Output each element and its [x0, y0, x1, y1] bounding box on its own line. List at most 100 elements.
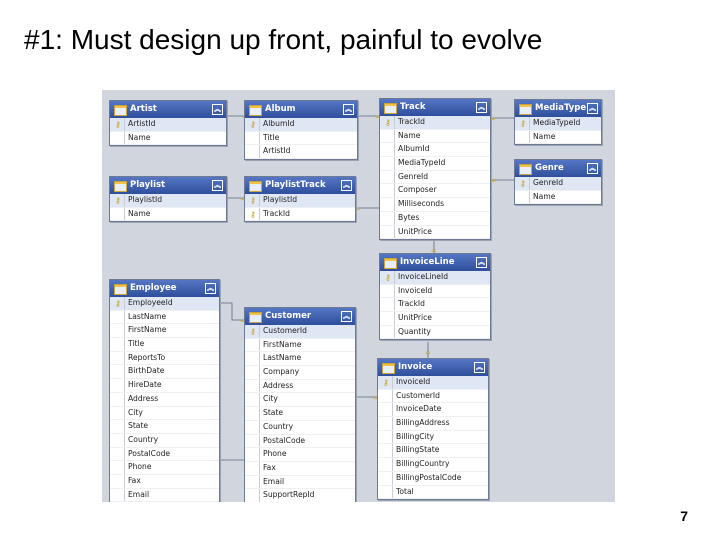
table-field[interactable]: Name [110, 131, 226, 146]
table-field[interactable]: Name [380, 129, 490, 144]
table-header[interactable]: Genre︽ [515, 160, 601, 177]
table-field[interactable]: Address [110, 392, 219, 407]
collapse-chevron-icon[interactable]: ︽ [341, 311, 352, 322]
field-gutter [259, 420, 260, 434]
table-field[interactable]: InvoiceId [380, 284, 490, 299]
collapse-chevron-icon[interactable]: ︽ [476, 257, 487, 268]
table-field[interactable]: Milliseconds [380, 198, 490, 212]
table-field[interactable]: Bytes [380, 211, 490, 226]
table-field[interactable]: ⚷ArtistId [110, 118, 226, 132]
table-field[interactable]: HireDate [110, 379, 219, 393]
table-field[interactable]: City [245, 393, 355, 408]
table-field[interactable]: ⚷EmployeeId [110, 297, 219, 311]
table-field[interactable]: ⚷InvoiceLineId [380, 271, 490, 285]
table-field[interactable]: ⚷CustomerId [245, 325, 355, 339]
table-field[interactable]: Email [245, 475, 355, 490]
table-field[interactable]: Company [245, 366, 355, 380]
collapse-chevron-icon[interactable]: ︽ [343, 104, 354, 115]
table-field[interactable]: Address [245, 379, 355, 394]
table-field[interactable]: City [110, 406, 219, 421]
table-field[interactable]: ⚷AlbumId [245, 118, 357, 132]
table-header[interactable]: Employee︽ [110, 280, 219, 297]
table-field[interactable]: Country [110, 433, 219, 448]
collapse-chevron-icon[interactable]: ︽ [212, 180, 223, 191]
collapse-chevron-icon[interactable]: ︽ [474, 362, 485, 373]
table-field[interactable]: ⚷PlaylistId [245, 194, 355, 208]
table-field[interactable]: InvoiceDate [378, 403, 488, 418]
collapse-chevron-icon[interactable]: ︽ [205, 283, 216, 294]
collapse-chevron-icon[interactable]: ︽ [587, 163, 598, 174]
table-field[interactable]: TrackId [380, 298, 490, 313]
collapse-chevron-icon[interactable]: ︽ [212, 104, 223, 115]
table-field[interactable]: ArtistId [245, 145, 357, 160]
table-field[interactable]: Phone [245, 448, 355, 462]
table-field[interactable]: PostalCode [245, 434, 355, 449]
field-gutter [124, 194, 125, 207]
table-field[interactable]: BillingPostalCode [378, 471, 488, 486]
table-field[interactable]: Fax [245, 461, 355, 476]
table-field[interactable]: Country [245, 420, 355, 435]
collapse-chevron-icon[interactable]: ︽ [341, 180, 352, 191]
collapse-chevron-icon[interactable]: ︽ [476, 102, 487, 113]
table-field[interactable]: BillingCity [378, 430, 488, 445]
table-field[interactable]: ⚷TrackId [380, 116, 490, 130]
table-field[interactable]: FirstName [245, 338, 355, 353]
table-field[interactable]: ReportsTo [110, 351, 219, 366]
table-field[interactable]: PostalCode [110, 447, 219, 462]
table-field[interactable]: BirthDate [110, 365, 219, 380]
table-field[interactable]: Email [110, 488, 219, 502]
table-field[interactable]: ⚷GenreId [515, 177, 601, 191]
table-field[interactable]: State [245, 407, 355, 421]
table-field[interactable]: UnitPrice [380, 225, 490, 240]
table-field[interactable]: SupportRepId [245, 489, 355, 502]
table-field[interactable]: LastName [245, 352, 355, 367]
table-field[interactable]: Name [515, 190, 601, 205]
table-field[interactable]: GenreId [380, 170, 490, 185]
table-field[interactable]: ⚷MediaTypeId [515, 117, 601, 131]
table-field[interactable]: UnitPrice [380, 312, 490, 326]
table-field[interactable]: BillingCountry [378, 458, 488, 472]
table-field[interactable]: Phone [110, 461, 219, 475]
table-field[interactable]: AlbumId [380, 143, 490, 158]
table-header[interactable]: MediaType︽ [515, 100, 601, 117]
table-header[interactable]: Customer︽ [245, 308, 355, 325]
table-field[interactable]: Total [378, 485, 488, 500]
table-header[interactable]: InvoiceLine︽ [380, 254, 490, 271]
table-field[interactable]: CustomerId [378, 389, 488, 404]
table-field[interactable]: ⚷InvoiceId [378, 376, 488, 390]
table-header[interactable]: Playlist︽ [110, 177, 226, 194]
table-header[interactable]: Album︽ [245, 101, 357, 118]
table-field[interactable]: BillingState [378, 444, 488, 459]
table-field[interactable]: Name [515, 130, 601, 145]
collapse-chevron-icon[interactable]: ︽ [587, 103, 598, 114]
table-field[interactable]: Title [245, 131, 357, 146]
table-field[interactable]: Quantity [380, 325, 490, 340]
table-header[interactable]: Track︽ [380, 99, 490, 116]
table-field[interactable]: MediaTypeId [380, 157, 490, 171]
table-field[interactable]: Fax [110, 474, 219, 489]
table-field[interactable]: Composer [380, 184, 490, 199]
table-field[interactable]: State [110, 420, 219, 434]
table-header[interactable]: Invoice︽ [378, 359, 488, 376]
table-field[interactable]: FirstName [110, 324, 219, 339]
table-field[interactable]: Name [110, 207, 226, 222]
table-field[interactable]: ⚷TrackId [245, 207, 355, 222]
table-field[interactable]: BillingAddress [378, 417, 488, 431]
table-field[interactable]: LastName [110, 310, 219, 325]
table-field[interactable]: ⚷PlaylistId [110, 194, 226, 208]
table-header[interactable]: PlaylistTrack︽ [245, 177, 355, 194]
field-name: GenreId [398, 171, 429, 181]
table-field[interactable]: Title [110, 338, 219, 352]
table-header[interactable]: Artist︽ [110, 101, 226, 118]
table-playlisttrack[interactable]: PlaylistTrack︽⚷PlaylistId⚷TrackId [244, 176, 356, 223]
